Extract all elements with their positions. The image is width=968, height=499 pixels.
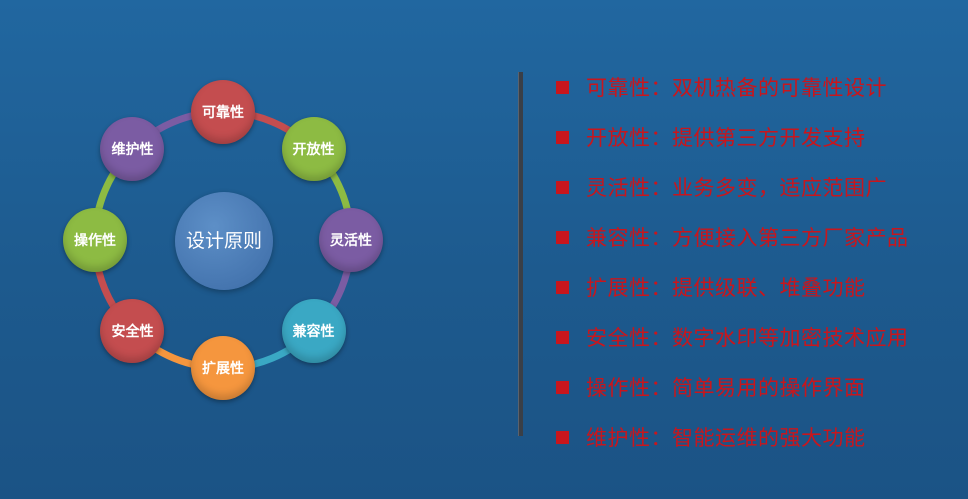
node-maintainability: 维护性 bbox=[100, 117, 165, 182]
list-item: 维护性：智能运维的强大功能 bbox=[556, 412, 909, 462]
node-label: 扩展性 bbox=[202, 361, 244, 377]
list-item: 兼容性：方便接入第三方厂家产品 bbox=[556, 212, 909, 262]
feature-text: 灵活性：业务多变，适应范围广 bbox=[586, 176, 887, 200]
node-label: 兼容性 bbox=[292, 323, 335, 340]
bullet-square-icon bbox=[556, 180, 569, 194]
list-item: 扩展性：提供级联、堆叠功能 bbox=[556, 262, 909, 312]
node-operability: 操作性 bbox=[63, 208, 127, 272]
feature-text: 可靠性：双机热备的可靠性设计 bbox=[586, 76, 887, 100]
feature-text: 维护性：智能运维的强大功能 bbox=[586, 426, 866, 450]
node-label: 维护性 bbox=[111, 142, 154, 159]
list-item: 操作性：简单易用的操作界面 bbox=[556, 362, 909, 412]
bullet-square-icon bbox=[556, 230, 569, 244]
list-item: 开放性：提供第三方开发支持 bbox=[556, 112, 909, 162]
feature-text: 安全性：数字水印等加密技术应用 bbox=[586, 326, 909, 350]
feature-text: 扩展性：提供级联、堆叠功能 bbox=[586, 276, 866, 300]
bullet-square-icon bbox=[556, 80, 569, 94]
list-item: 可靠性：双机热备的可靠性设计 bbox=[556, 62, 909, 112]
node-reliability: 可靠性 bbox=[191, 80, 255, 144]
node-extensibility: 扩展性 bbox=[191, 336, 255, 400]
node-security: 安全性 bbox=[100, 298, 165, 363]
center-label: 设计原则 bbox=[186, 230, 263, 252]
node-label: 操作性 bbox=[74, 233, 116, 249]
node-label: 可靠性 bbox=[202, 105, 244, 121]
bullet-square-icon bbox=[556, 280, 569, 294]
node-label: 灵活性 bbox=[330, 233, 372, 249]
bullet-square-icon bbox=[556, 130, 569, 144]
node-label: 安全性 bbox=[111, 323, 154, 340]
vertical-divider bbox=[518, 72, 523, 436]
list-item: 灵活性：业务多变，适应范围广 bbox=[556, 162, 909, 212]
node-compatibility: 兼容性 bbox=[281, 298, 346, 363]
node-openness: 开放性 bbox=[281, 117, 346, 182]
center-node: 设计原则 bbox=[175, 192, 273, 290]
feature-text: 操作性：简单易用的操作界面 bbox=[586, 376, 866, 400]
feature-text: 兼容性：方便接入第三方厂家产品 bbox=[586, 226, 909, 250]
list-item: 安全性：数字水印等加密技术应用 bbox=[556, 312, 909, 362]
node-label: 开放性 bbox=[292, 142, 335, 159]
bullet-square-icon bbox=[556, 330, 569, 344]
bullet-square-icon bbox=[556, 380, 569, 394]
node-flexibility: 灵活性 bbox=[319, 208, 383, 272]
feature-list: 可靠性：双机热备的可靠性设计 开放性：提供第三方开发支持 灵活性：业务多变，适应… bbox=[556, 62, 909, 462]
feature-text: 开放性：提供第三方开发支持 bbox=[586, 126, 866, 150]
bullet-square-icon bbox=[556, 430, 569, 444]
